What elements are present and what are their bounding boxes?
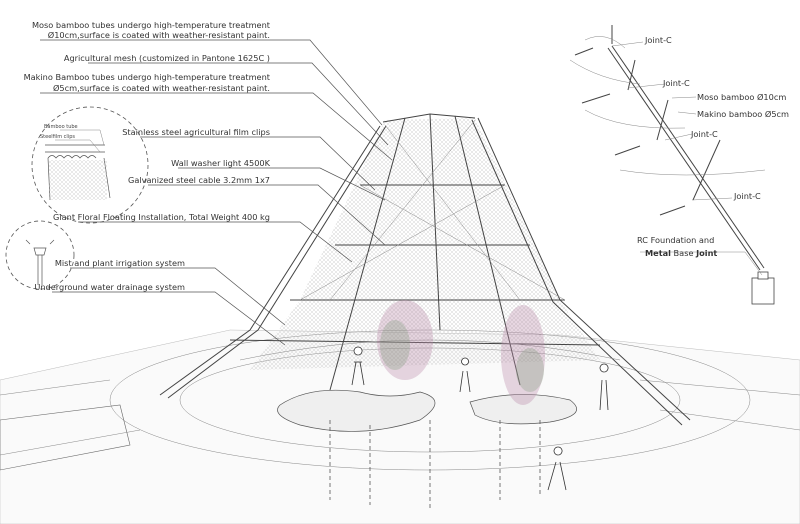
joint-c-label-4: Joint-C bbox=[733, 191, 761, 201]
moso-callout-line1: Moso bamboo tubes undergo high-temperatu… bbox=[32, 20, 271, 30]
bamboo-frame bbox=[159, 113, 691, 426]
light-callout: Wall washer light 4500K bbox=[171, 158, 270, 168]
planter-beds bbox=[277, 389, 577, 432]
makino-bamboo-label: Makino bamboo Ø5cm bbox=[697, 109, 789, 119]
floral-installation bbox=[377, 300, 545, 405]
joint-c-label-1: Joint-C bbox=[644, 35, 672, 45]
callouts: Moso bamboo tubes undergo high-temperatu… bbox=[24, 20, 271, 292]
cable-callout: Galvanized steel cable 3.2mm 1x7 bbox=[128, 175, 270, 185]
foundation-label-line1: RC Foundation and bbox=[637, 235, 714, 245]
detail-bubble-mist bbox=[5, 220, 75, 290]
moso-bamboo-label: Moso bamboo Ø10cm bbox=[697, 92, 786, 102]
floral-callout: Giant Floral Floating Installation, Tota… bbox=[53, 212, 270, 222]
detail-bubble-clips: Bamboo tube Steelfilm clips bbox=[31, 106, 149, 224]
clips-callout: Stainless steel agricultural film clips bbox=[122, 127, 270, 137]
moso-callout-line2: Ø10cm,surface is coated with weather-res… bbox=[48, 30, 270, 40]
leader-lines bbox=[40, 39, 393, 346]
makino-callout-line2: Ø5cm,surface is coated with weather-resi… bbox=[53, 83, 270, 93]
agricultural-mesh-cone bbox=[250, 118, 600, 370]
drainage-callout: Underground water drainage system bbox=[34, 282, 185, 292]
joint-c-label-3: Joint-C bbox=[690, 129, 718, 139]
foundation-label-line2: Metal Base Joint bbox=[645, 248, 717, 258]
exploded-joint-diagram: Joint-C Joint-C Moso bamboo Ø10cm Makino… bbox=[569, 25, 789, 305]
human-figures bbox=[351, 346, 609, 491]
steel-clips-label: Steelfilm clips bbox=[40, 134, 75, 140]
mist-callout: Mist and plant irrigation system bbox=[55, 258, 185, 268]
bamboo-tube-label: Bamboo tube bbox=[44, 124, 78, 130]
joint-c-label-2: Joint-C bbox=[662, 78, 690, 88]
mesh-callout: Agricultural mesh (customized in Pantone… bbox=[64, 53, 270, 63]
makino-callout-line1: Makino Bamboo tubes undergo high-tempera… bbox=[24, 72, 271, 82]
drainage-lines bbox=[329, 420, 541, 510]
